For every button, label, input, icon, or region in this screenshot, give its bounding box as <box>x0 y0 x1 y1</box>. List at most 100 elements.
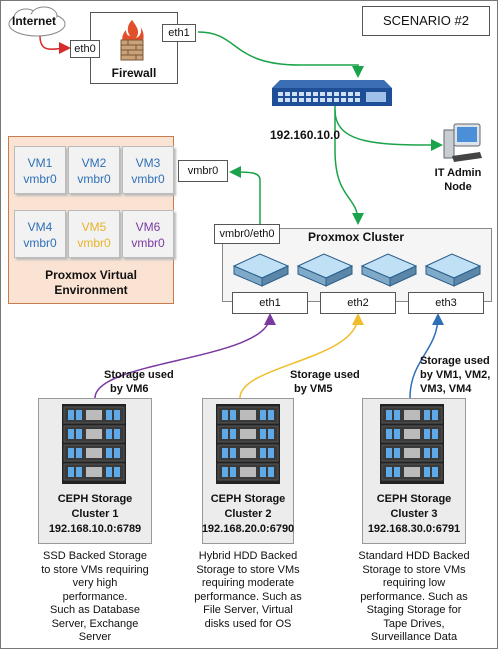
storage-2-description: Hybrid HDD Backed Storage to store VMs r… <box>178 550 318 631</box>
admin-computer-icon <box>443 123 482 162</box>
vm-bridge: vmbr0 <box>77 236 111 250</box>
vm-name: VM1 <box>27 156 53 170</box>
vm-bridge: vmbr0 <box>23 236 57 250</box>
wire-storage3-eth3 <box>409 313 444 399</box>
cluster-node-icon <box>424 253 482 287</box>
desc-line: Such as Database <box>50 604 140 616</box>
pve-title-line1: Proxmox Virtual <box>45 268 137 282</box>
storage-note-1: Storage used by VM6 <box>104 368 174 396</box>
storage-note-1-line1: Storage used <box>104 369 174 381</box>
firewall-eth0: eth0 <box>70 40 100 58</box>
wire-switch-admin <box>334 109 443 151</box>
cluster-eth2: eth2 <box>320 292 396 314</box>
firewall-eth1: eth1 <box>162 24 196 42</box>
vm-name: VM2 <box>81 156 107 170</box>
vm-bridge: vmbr0 <box>131 172 165 186</box>
vm-bridge: vmbr0 <box>77 172 111 186</box>
storage-note-3-line3: VM3, VM4 <box>420 383 472 395</box>
storage-note-2: Storage used by VM5 <box>290 368 360 396</box>
storage-note-3-line1: Storage used <box>420 355 490 367</box>
desc-line: Storage to store VMs <box>362 563 466 576</box>
server-rack-2-icon <box>216 404 280 484</box>
admin-node-line2: Node <box>444 181 472 193</box>
storage-2-ip: 192.168.20.0:6790 <box>201 523 295 535</box>
server-rack-3-icon <box>380 404 444 484</box>
storage-cluster-1-caption: CEPH Storage Cluster 1 192.168.10.0:6789 <box>38 492 152 537</box>
desc-line: SSD Backed Storage <box>43 550 147 562</box>
storage-2-line2: Cluster 2 <box>224 508 272 520</box>
pve-title-line2: Environment <box>54 283 128 297</box>
cluster-nodes <box>232 253 482 287</box>
desc-line: to store VMs requiring <box>41 563 149 576</box>
pve-title: Proxmox Virtual Environment <box>8 268 174 298</box>
storage-cluster-3-caption: CEPH Storage Cluster 3 192.168.30.0:6791 <box>358 492 470 537</box>
cluster-vmbr0-eth0: vmbr0/eth0 <box>214 224 280 244</box>
internet-label: Internet <box>12 14 57 28</box>
storage-1-line1: CEPH Storage <box>57 493 133 505</box>
vm-name: VM3 <box>135 156 161 170</box>
desc-line: requiring low <box>382 577 446 589</box>
vm-name: VM4 <box>27 220 53 234</box>
firewall-label: Firewall <box>111 66 157 80</box>
vm-card[interactable]: VM3 vmbr0 <box>122 146 174 194</box>
vm-card[interactable]: VM6 vmbr0 <box>122 210 174 258</box>
internet-cloud-icon <box>8 6 66 37</box>
storage-2-line1: CEPH Storage <box>210 493 286 505</box>
desc-line: Storage to store VMs <box>196 563 300 576</box>
desc-line: Surveillance Data <box>370 631 458 643</box>
vm-bridge: vmbr0 <box>131 236 165 250</box>
storage-note-3: Storage used by VM1, VM2, VM3, VM4 <box>420 354 490 396</box>
storage-1-line2: Cluster 1 <box>71 508 119 520</box>
wire-firewall-switch <box>197 31 364 78</box>
wire-internet-eth0 <box>39 35 71 55</box>
cluster-title: Proxmox Cluster <box>308 230 405 244</box>
vm-name: VM6 <box>135 220 161 234</box>
network-switch-icon <box>272 80 392 106</box>
admin-node-label: IT Admin Node <box>428 166 488 194</box>
desc-line: File Server, Virtual <box>203 604 293 616</box>
storage-1-description: SSD Backed Storage to store VMs requirin… <box>18 550 172 645</box>
cluster-node-icon <box>360 253 418 287</box>
vm-bridge: vmbr0 <box>23 172 57 186</box>
wire-storage2-eth2 <box>239 313 364 399</box>
desc-line: Tape Drives, <box>383 617 445 630</box>
vm-name: VM5 <box>81 220 107 234</box>
storage-3-line1: CEPH Storage <box>376 493 452 505</box>
cluster-eth1: eth1 <box>232 292 308 314</box>
admin-node-line1: IT Admin <box>434 167 482 179</box>
cluster-node-icon <box>232 253 290 287</box>
firewall-icon <box>120 20 144 61</box>
desc-line: Standard HDD Backed <box>358 550 470 562</box>
desc-line: requiring moderate <box>201 577 295 589</box>
desc-line: Hybrid HDD Backed <box>198 550 298 562</box>
vm-card[interactable]: VM5 vmbr0 <box>68 210 120 258</box>
storage-cluster-2-caption: CEPH Storage Cluster 2 192.168.20.0:6790 <box>196 492 300 537</box>
switch-ip-label: 192.160.10.0 <box>270 128 341 142</box>
storage-note-2-line1: Storage used <box>290 369 360 381</box>
scenario-label: SCENARIO #2 <box>362 6 490 36</box>
storage-3-description: Standard HDD Backed Storage to store VMs… <box>344 550 484 645</box>
storage-note-2-line2: by VM5 <box>294 383 333 395</box>
wire-cluster-pve <box>229 166 261 228</box>
storage-note-1-line2: by VM6 <box>110 383 149 395</box>
wire-switch-cluster <box>334 103 364 225</box>
desc-line: performance. <box>62 590 128 603</box>
server-rack-1-icon <box>62 404 126 484</box>
desc-line: Server <box>78 631 112 643</box>
desc-line: very high <box>72 577 118 589</box>
storage-3-ip: 192.168.30.0:6791 <box>367 523 461 535</box>
desc-line: Staging Storage for <box>366 604 462 616</box>
storage-note-3-line2: by VM1, VM2, <box>420 369 491 381</box>
cluster-eth3: eth3 <box>408 292 484 314</box>
desc-line: Server, Exchange <box>51 617 139 630</box>
vm-card[interactable]: VM1 vmbr0 <box>14 146 66 194</box>
desc-line: performance. Such as <box>194 590 302 603</box>
wire-storage1-eth1 <box>94 313 276 399</box>
storage-3-line2: Cluster 3 <box>390 508 438 520</box>
pve-vmbr0: vmbr0 <box>178 160 228 182</box>
vm-card[interactable]: VM2 vmbr0 <box>68 146 120 194</box>
cluster-node-icon <box>296 253 354 287</box>
vm-card[interactable]: VM4 vmbr0 <box>14 210 66 258</box>
